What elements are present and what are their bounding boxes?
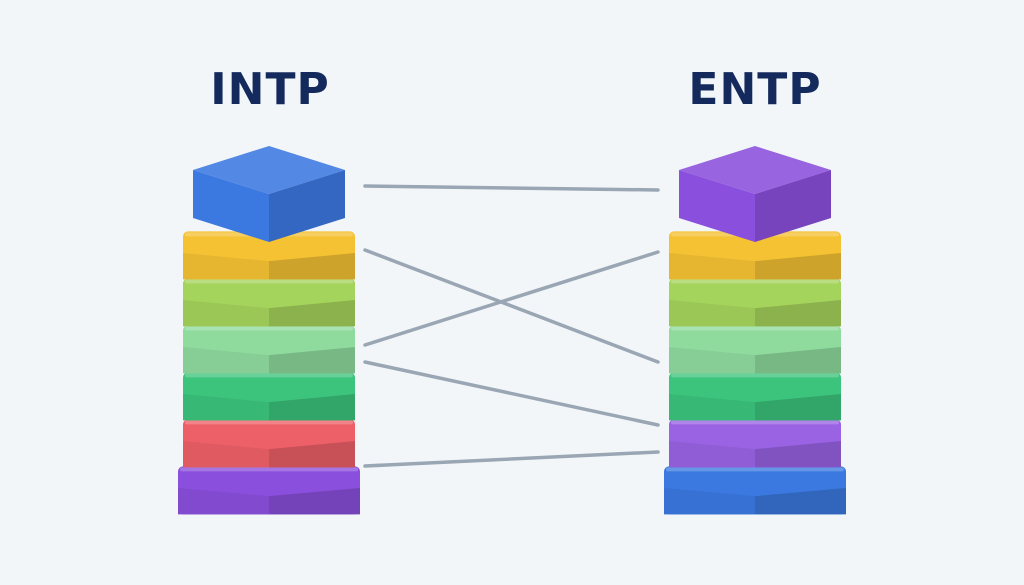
left-block-lower-shade [183,441,269,468]
right-stack-block-5 [669,372,841,421]
connector-line-3 [363,250,660,347]
connector-line-1 [363,184,660,192]
left-block-highlight [185,373,353,378]
left-block-right-shade [269,347,355,374]
left-stack-block-1 [193,146,345,242]
right-block-lower-shade [669,441,755,468]
right-block-lower-shade [664,488,755,515]
left-block-highlight [185,326,353,331]
right-block-right-shade [755,347,841,374]
left-block-left-face [193,170,269,242]
right-block-right-shade [755,300,841,327]
left-stack [178,146,360,515]
connector-line-2 [363,248,660,364]
right-block-lower-shade [669,394,755,421]
left-block-lower-shade [183,300,269,327]
right-block-right-shade [755,394,841,421]
left-block-right-shade [269,300,355,327]
left-stack-block-4 [183,325,355,374]
connector-line-5 [363,450,660,468]
left-stack-block-7 [178,466,360,515]
left-stack-block-2 [183,231,355,280]
right-block-highlight [671,326,839,331]
left-stack-block-3 [183,278,355,327]
right-block-lower-shade [669,253,755,280]
right-stack-block-7 [664,466,846,515]
right-block-left-face [679,170,755,242]
right-stack-block-2 [669,231,841,280]
right-stack [664,146,846,515]
left-block-lower-shade [183,394,269,421]
right-block-highlight [666,467,844,472]
right-stack-block-6 [669,419,841,468]
left-block-right-shade [269,394,355,421]
left-block-highlight [185,279,353,284]
left-block-lower-shade [183,347,269,374]
left-block-right-shade [269,488,360,515]
left-block-highlight [180,467,358,472]
right-block-lower-shade [669,347,755,374]
right-block-highlight [671,420,839,425]
right-stack-block-3 [669,278,841,327]
right-stack-block-1 [679,146,831,242]
connector-line-4 [363,360,660,427]
left-block-lower-shade [178,488,269,515]
right-block-right-shade [755,253,841,280]
right-block-right-shade [755,488,846,515]
left-stack-title: INTP [210,64,330,115]
left-block-lower-shade [183,253,269,280]
left-block-highlight [185,420,353,425]
right-block-highlight [671,279,839,284]
left-block-right-shade [269,253,355,280]
left-block-right-face [269,170,345,242]
right-block-lower-shade [669,300,755,327]
left-block-right-shade [269,441,355,468]
connector-lines [363,184,660,468]
right-block-highlight [671,373,839,378]
right-block-right-face [755,170,831,242]
right-block-right-shade [755,441,841,468]
right-stack-title: ENTP [688,64,822,115]
left-stack-block-5 [183,372,355,421]
left-stack-block-6 [183,419,355,468]
right-stack-block-4 [669,325,841,374]
